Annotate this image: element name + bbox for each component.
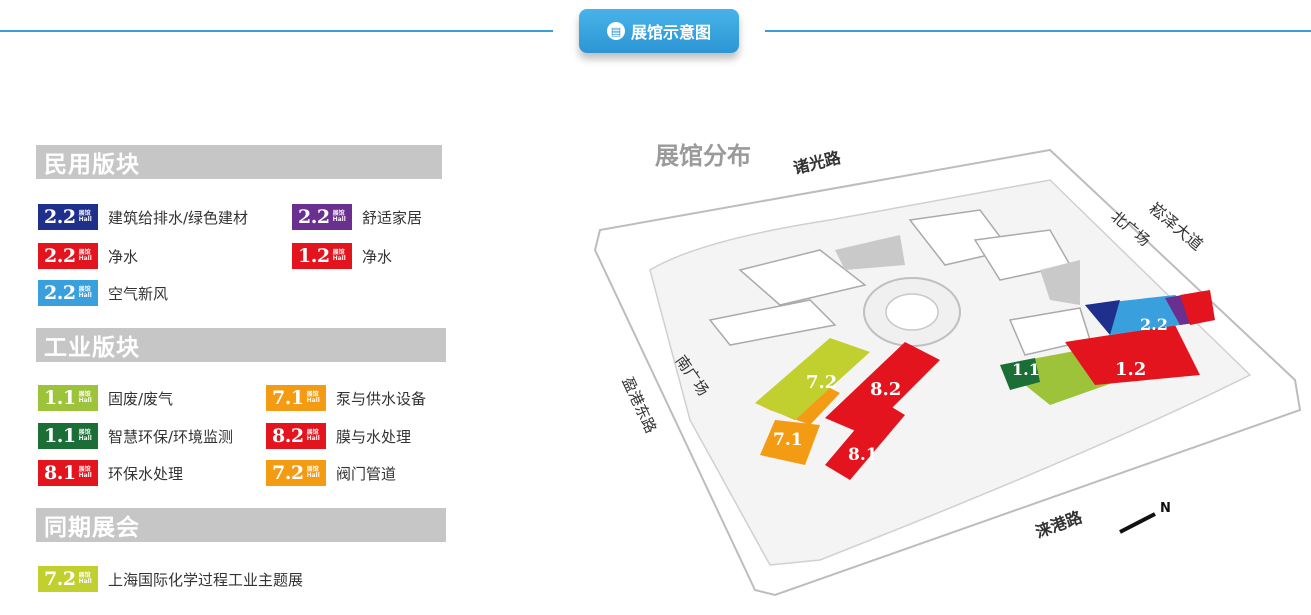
header-rule-right [765, 30, 1311, 32]
road-label-east-group: 崧泽大道 [1145, 199, 1206, 255]
hall-8-1[interactable] [825, 400, 905, 480]
section-badge[interactable]: ▤ 展馆示意图 [579, 9, 739, 53]
map-hall-label: 2.2 [1140, 315, 1168, 334]
map-hall-label: 8.2 [870, 379, 901, 400]
badge-label: 展馆示意图 [630, 23, 711, 42]
legend-label: 净水 [362, 247, 393, 266]
legend-label: 舒适家居 [362, 208, 423, 227]
section-title-concurrent: 同期展会 [36, 508, 446, 542]
map-hall-label: 7.2 [806, 372, 837, 393]
legend-label: 空气新风 [108, 284, 169, 303]
map-title: 展馆分布 [655, 142, 751, 170]
hall-7-1[interactable] [760, 420, 820, 465]
legend-label: 上海国际化学过程工业主题展 [108, 570, 304, 589]
annex-gray [835, 235, 905, 270]
header-rule-left [0, 30, 553, 32]
hall-2-2-navy [1085, 300, 1120, 335]
hall-7-2-orange [755, 388, 840, 425]
compass-label: N [1160, 501, 1171, 516]
map-hall-label: 8.1 [848, 445, 878, 465]
road-label-east: 崧泽大道 [1145, 199, 1206, 255]
road-label-west-group: 盈港东路 [618, 374, 660, 436]
compass-arrow-line [1119, 512, 1156, 534]
legend-label: 环保水处理 [108, 464, 184, 483]
hall-7-2[interactable] [755, 338, 870, 420]
hall-1-1-green [1000, 358, 1040, 390]
road-label-south: 涞港路 [1033, 507, 1086, 542]
legend-label: 固废/废气 [108, 389, 174, 408]
hall-1-2[interactable] [1065, 325, 1200, 385]
road-label-north: 诸光路 [791, 148, 843, 178]
road-label-west: 盈港东路 [618, 374, 660, 436]
section-title-civil: 民用版块 [36, 145, 442, 179]
map-hall-label: 1.2 [1115, 359, 1146, 380]
roundabout-center [885, 293, 939, 331]
legend-label: 净水 [108, 247, 139, 266]
legend-label: 泵与供水设备 [336, 389, 427, 408]
annex-gray-2 [1040, 260, 1080, 305]
hall-2-2-red [1180, 290, 1215, 325]
building-west [708, 299, 837, 346]
venue-map: 7.2 8.2 7.1 8.1 1.1 1.2 2.2 展馆分布 诸光路 崧泽大… [580, 120, 1310, 610]
legend-label: 阀门管道 [336, 464, 397, 483]
legend-label: 建筑给排水/绿色建材 [108, 208, 249, 227]
hall-8-2[interactable] [825, 342, 940, 435]
section-title-industrial: 工业版块 [36, 328, 446, 362]
building-northwest [738, 249, 867, 306]
legend-label: 智慧环保/环境监测 [108, 427, 234, 446]
map-hall-label: 7.1 [773, 430, 803, 450]
legend-label: 膜与水处理 [336, 427, 412, 446]
document-icon: ▤ [606, 22, 625, 40]
map-hall-label: 1.1 [1012, 360, 1040, 379]
